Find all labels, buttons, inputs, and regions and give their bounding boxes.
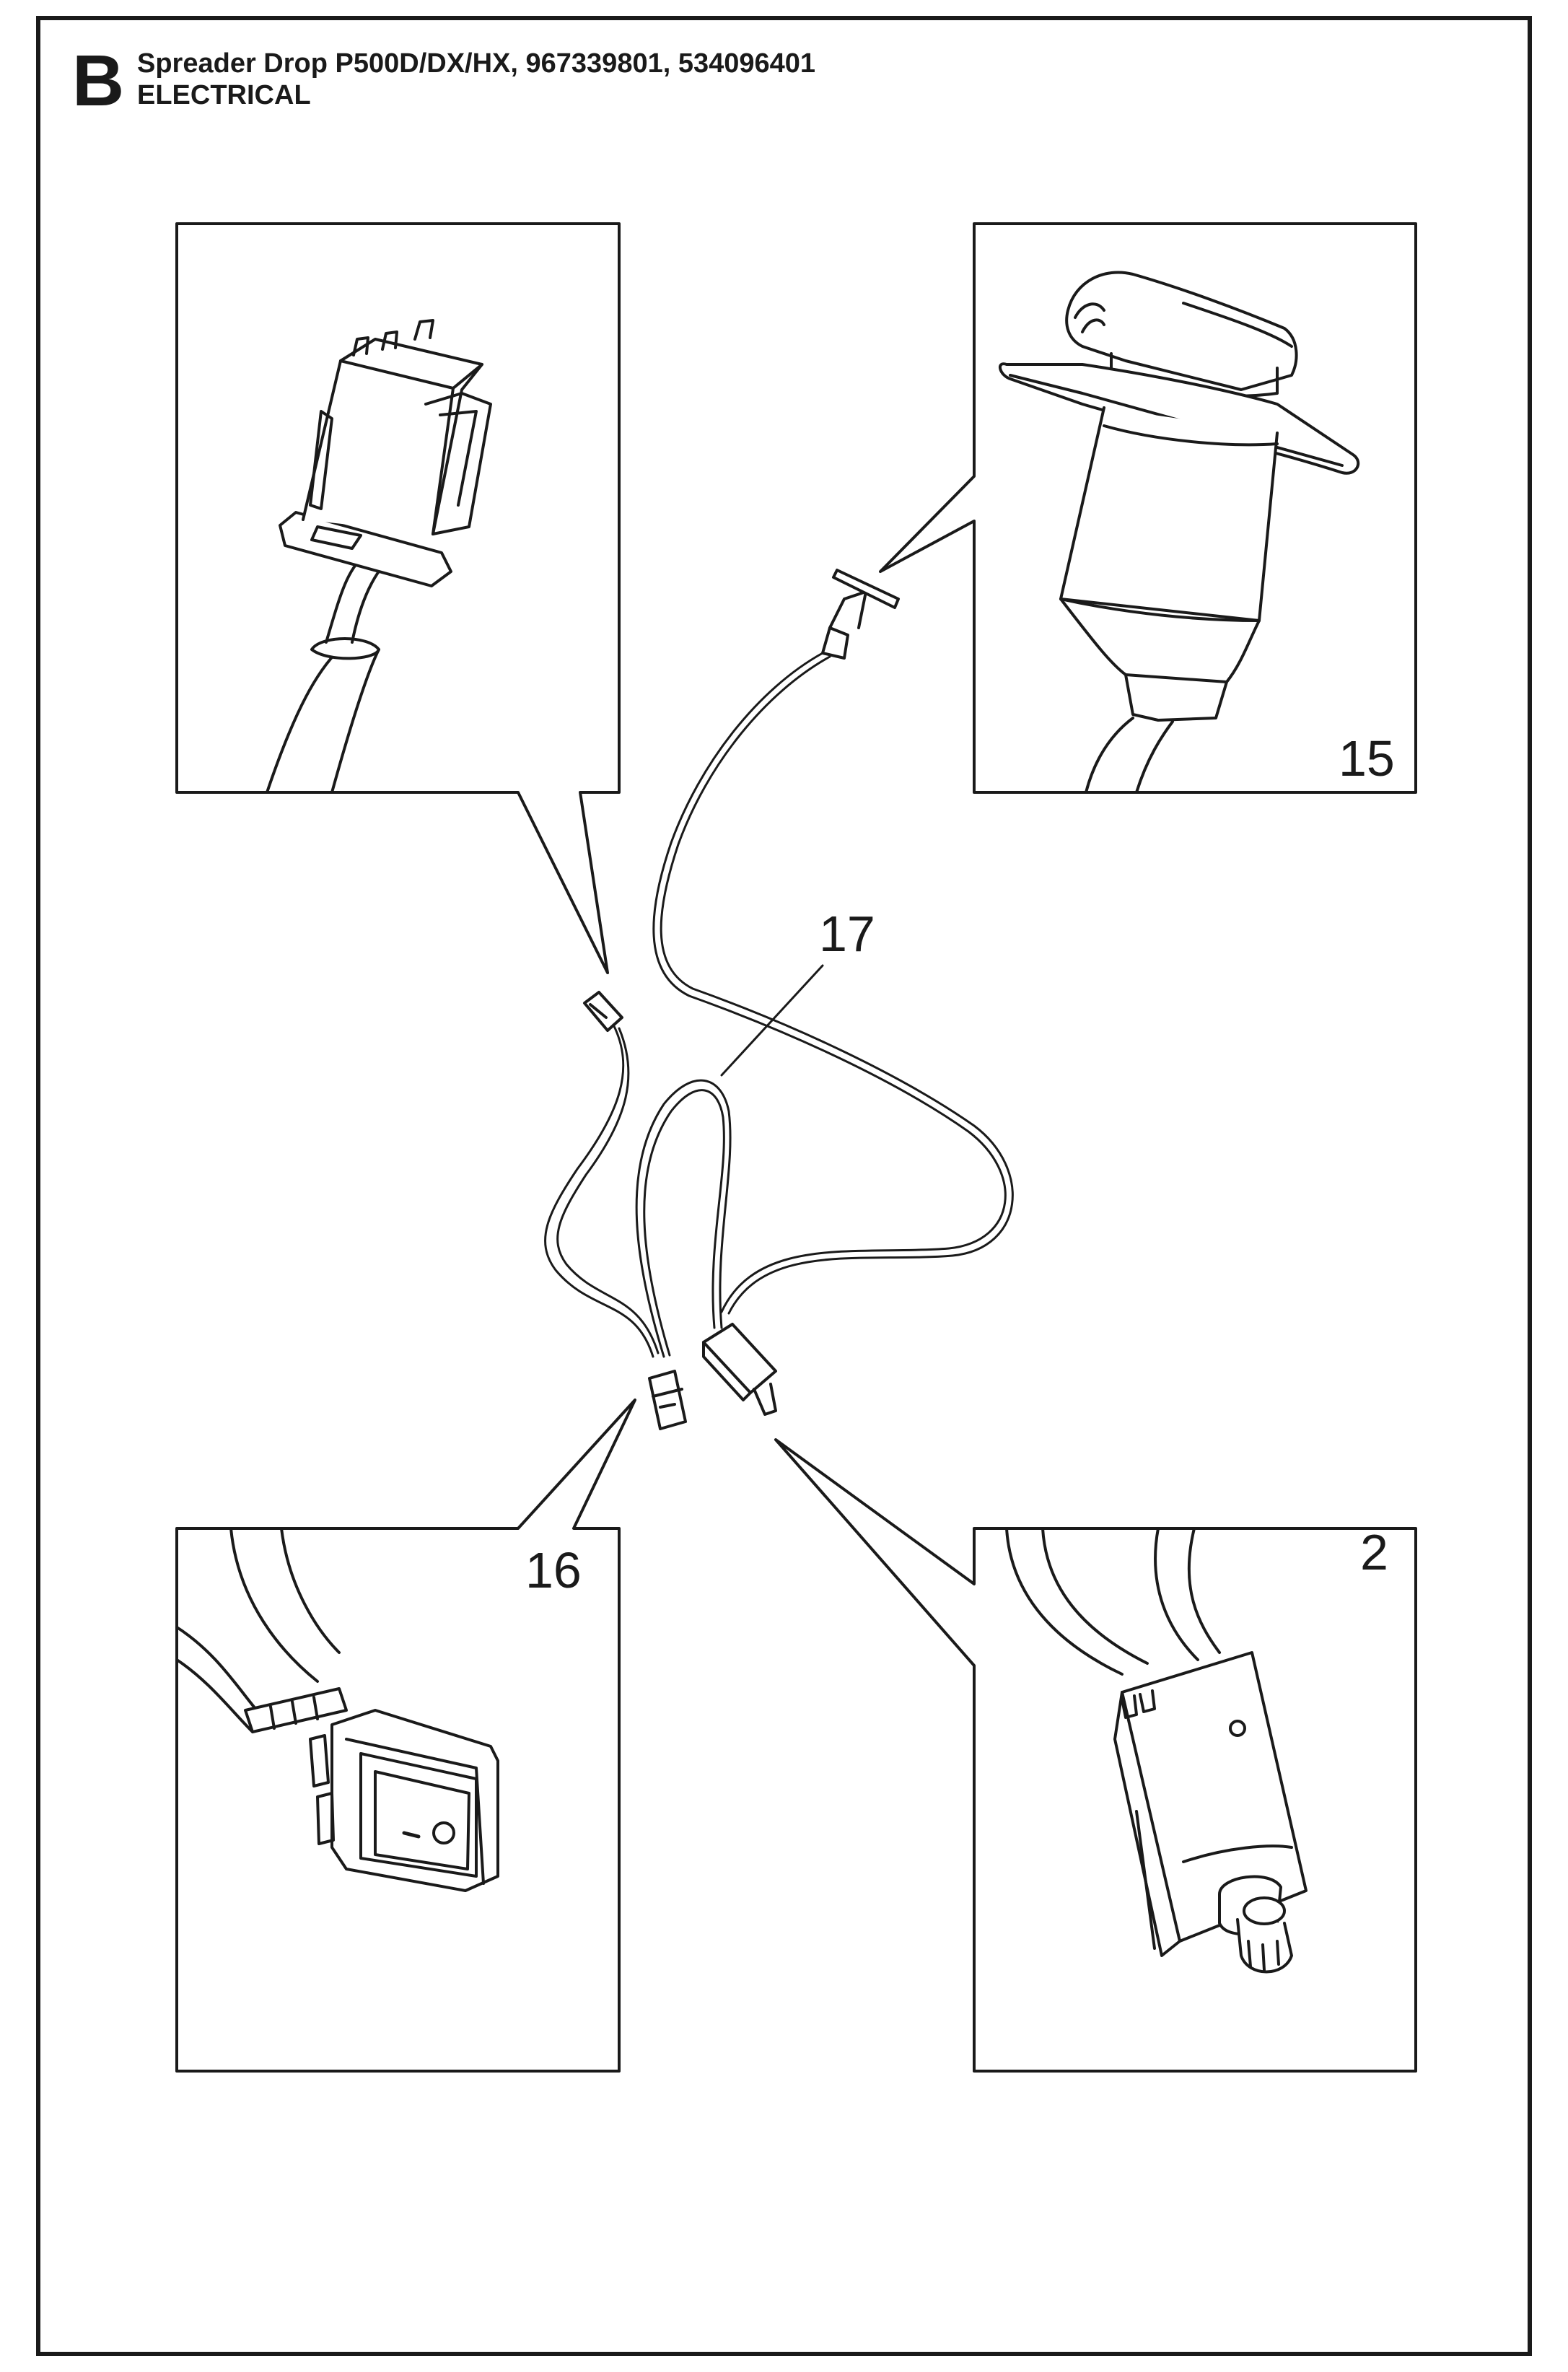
page-subtitle: ELECTRICAL xyxy=(137,80,311,110)
callout-pot: 2 xyxy=(1360,1524,1388,1580)
callout-socket: 15 xyxy=(1339,730,1395,787)
page-title: Spreader Drop P500D/DX/HX, 967339801, 53… xyxy=(137,48,816,79)
detail-box-pot xyxy=(774,1438,1417,2073)
section-letter: B xyxy=(72,40,125,121)
page-frame xyxy=(36,16,1532,2356)
detail-box-socket xyxy=(879,222,1417,794)
callout-harness: 17 xyxy=(819,906,875,962)
wire-harness xyxy=(544,569,1014,1430)
detail-box-connector xyxy=(175,222,621,974)
callout-switch: 16 xyxy=(525,1542,582,1598)
detail-box-switch xyxy=(175,1399,636,2073)
